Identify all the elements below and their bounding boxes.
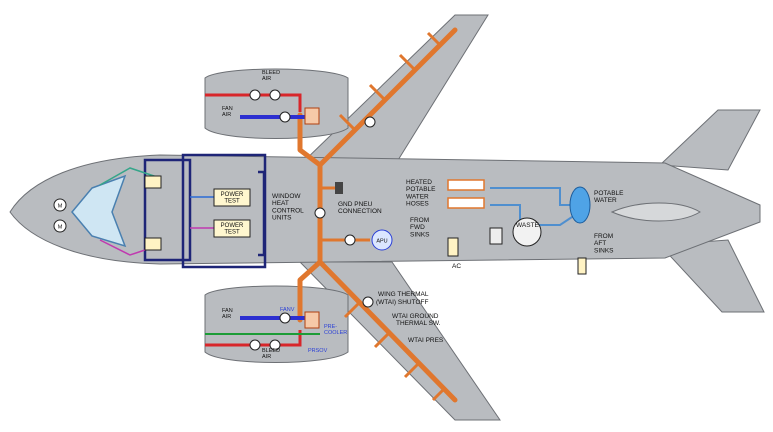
- heated-hose-2: [447, 197, 485, 209]
- upper-nacelle: [204, 68, 349, 139]
- svg-text:M: M: [58, 204, 63, 210]
- manifold-valve-1: [314, 207, 326, 219]
- window-heat-box-inner: [143, 158, 192, 262]
- tail-cone: [610, 202, 701, 222]
- wing-valve-lower: [362, 296, 374, 308]
- upper-wing-duct-branches: [338, 31, 442, 132]
- upper-bleed-line: [205, 93, 302, 112]
- waste-tank: [512, 217, 542, 247]
- motor-2-icon: M: [53, 219, 67, 233]
- wtai-ground-label: WTAI GROUND: [392, 313, 439, 320]
- upper-valve-1: [249, 89, 261, 101]
- wtai-shutoff-label: (WTAI) SHUTOFF: [376, 299, 429, 306]
- lower-valve-3: [279, 312, 291, 324]
- thermal-sw-label: THERMAL SW.: [396, 320, 441, 327]
- lower-wing-duct-branches: [343, 300, 447, 402]
- potable-water-line-1: [490, 187, 575, 206]
- potable-water-tank: [569, 186, 591, 224]
- windshield: [71, 174, 127, 248]
- bleed-duct-upper: [297, 112, 323, 168]
- water-filter: [489, 227, 503, 245]
- lower-precooler: [304, 311, 320, 329]
- upper-stabilizer: [658, 109, 761, 171]
- bleed-duct-lower: [297, 259, 323, 323]
- wtai-press-label: WTAI PRES: [408, 337, 444, 344]
- aft-sink-drain: [577, 257, 587, 275]
- fuselage: [9, 154, 761, 265]
- ac-label: AC: [452, 263, 461, 270]
- gnd-pneu-fitting: [335, 182, 343, 194]
- lower-valve-2: [269, 339, 281, 351]
- nose-wiring-top: [99, 167, 161, 186]
- pre-cooler-label: PRE-COOLER: [324, 324, 347, 336]
- prsov-label: PRSOV: [308, 348, 328, 354]
- motor-1-icon: M: [53, 198, 67, 212]
- apu-valve: [344, 234, 356, 246]
- apu-icon: APU: [371, 229, 393, 251]
- wing-valve-upper: [364, 116, 376, 128]
- window-heater-2: [144, 237, 162, 251]
- svg-text:M: M: [58, 225, 63, 231]
- fanv-label: FANV: [280, 307, 295, 313]
- heated-hose-1: [447, 179, 485, 191]
- window-heat-bracket: [258, 170, 266, 257]
- upper-valve-2: [269, 89, 281, 101]
- window-heater-1: [144, 175, 162, 189]
- svg-text:APU: APU: [376, 239, 387, 245]
- wing-thermal-label: WING THERMAL: [378, 291, 429, 298]
- waste-label: WASTE: [516, 222, 540, 229]
- fwd-sink-drain: [447, 237, 459, 257]
- lower-valve-1: [249, 339, 261, 351]
- upper-valve-3: [279, 111, 291, 123]
- potable-water-line-2: [490, 204, 521, 225]
- lower-nacelle: [204, 285, 349, 363]
- upper-precooler: [304, 107, 320, 125]
